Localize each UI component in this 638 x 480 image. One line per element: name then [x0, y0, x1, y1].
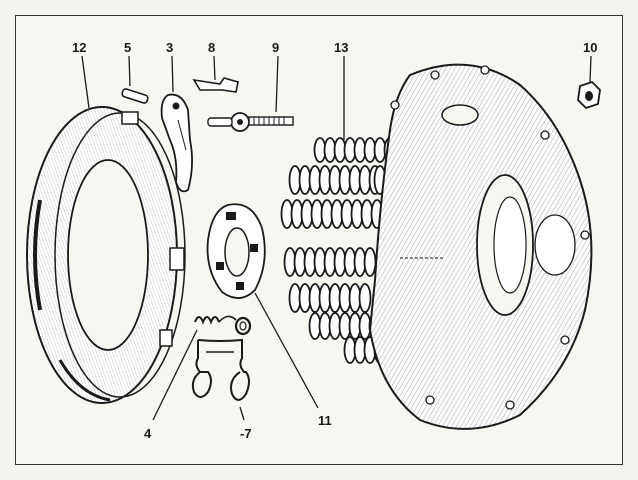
anti-rattle-spring — [194, 315, 252, 336]
label-10: 10 — [583, 40, 597, 55]
label-3: 3 — [166, 40, 173, 55]
leader-3 — [171, 55, 174, 93]
leader-9 — [275, 55, 279, 113]
leader-5 — [128, 55, 131, 87]
coil-spring — [313, 137, 397, 163]
clutch-cover — [368, 63, 593, 430]
coil-spring — [280, 199, 384, 229]
adjusting-nut — [577, 80, 601, 110]
leader-12 — [81, 55, 90, 109]
label-9: 9 — [272, 40, 279, 55]
label-7: -7 — [240, 426, 252, 441]
release-lever — [160, 93, 193, 193]
leader-11 — [254, 292, 319, 409]
leader-10 — [589, 55, 592, 83]
retainer-springs — [191, 338, 250, 401]
coil-spring — [288, 165, 382, 195]
label-13: 13 — [334, 40, 348, 55]
pressure-plate — [26, 106, 186, 404]
coil-spring — [308, 312, 392, 340]
eyebolt — [207, 112, 294, 132]
leader-8 — [213, 55, 216, 81]
label-4: 4 — [144, 426, 152, 441]
label-8: 8 — [208, 40, 215, 55]
release-plate — [206, 203, 266, 299]
pin — [121, 88, 149, 104]
leader-7 — [239, 406, 245, 421]
leader-4 — [152, 329, 198, 421]
strut — [192, 77, 239, 93]
label-12: 12 — [72, 40, 86, 55]
coil-spring — [288, 283, 372, 313]
label-11: 11 — [318, 413, 332, 428]
coil-spring — [283, 247, 377, 277]
label-5: 5 — [124, 40, 131, 55]
